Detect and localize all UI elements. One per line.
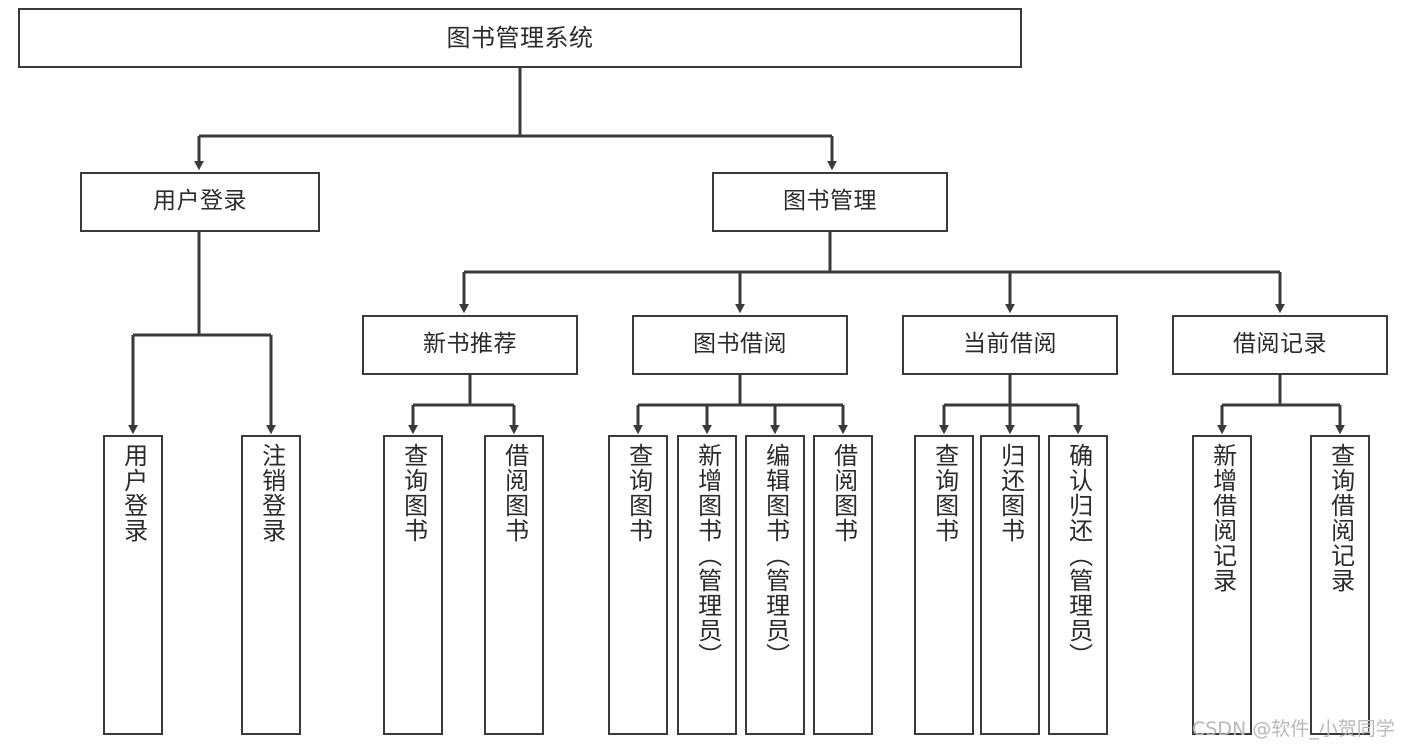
node-user-login[interactable]: 用户登录 — [80, 172, 320, 232]
node-borrow-record[interactable]: 借阅记录 — [1172, 315, 1388, 375]
node-label: 新书推荐 — [423, 331, 517, 358]
node-label: 借阅图书 — [829, 443, 858, 543]
csdn-watermark: CSDN @软件_小贺同学 — [1192, 718, 1395, 740]
node-root-system[interactable]: 图书管理系统 — [18, 8, 1022, 68]
node-label: 编辑图书（管理员） — [761, 443, 790, 668]
node-label: 新增借阅记录 — [1208, 443, 1237, 593]
leaf-query-book-borrow[interactable]: 查询图书 — [608, 435, 668, 735]
leaf-edit-book-admin[interactable]: 编辑图书（管理员） — [745, 435, 805, 735]
node-label: 当前借阅 — [963, 331, 1057, 358]
leaf-add-book-admin[interactable]: 新增图书（管理员） — [677, 435, 737, 735]
node-book-borrow[interactable]: 图书借阅 — [632, 315, 848, 375]
node-new-book-recommend[interactable]: 新书推荐 — [362, 315, 578, 375]
node-label: 用户登录 — [119, 443, 148, 543]
node-label: 借阅图书 — [500, 443, 529, 543]
leaf-borrow-book[interactable]: 借阅图书 — [813, 435, 873, 735]
leaf-confirm-return-admin[interactable]: 确认归还（管理员） — [1048, 435, 1108, 735]
leaf-borrow-book-recommend[interactable]: 借阅图书 — [484, 435, 544, 735]
node-current-borrow[interactable]: 当前借阅 — [902, 315, 1118, 375]
node-label: 图书管理系统 — [446, 23, 594, 52]
node-label: 新增图书（管理员） — [693, 443, 722, 668]
leaf-query-book-current[interactable]: 查询图书 — [914, 435, 974, 735]
node-label: 图书借阅 — [693, 331, 787, 358]
node-label: 查询借阅记录 — [1326, 443, 1355, 593]
node-label: 图书管理 — [783, 188, 877, 215]
node-label: 确认归还（管理员） — [1064, 443, 1093, 668]
node-label: 查询图书 — [930, 443, 959, 543]
node-label: 借阅记录 — [1233, 331, 1327, 358]
node-label: 归还图书 — [996, 443, 1025, 543]
leaf-return-book[interactable]: 归还图书 — [980, 435, 1040, 735]
node-label: 查询图书 — [399, 443, 428, 543]
node-label: 查询图书 — [624, 443, 653, 543]
leaf-logout[interactable]: 注销登录 — [241, 435, 301, 735]
leaf-query-borrow-record[interactable]: 查询借阅记录 — [1310, 435, 1370, 735]
node-label: 用户登录 — [153, 188, 247, 215]
leaf-add-borrow-record[interactable]: 新增借阅记录 — [1192, 435, 1252, 735]
leaf-query-book-recommend[interactable]: 查询图书 — [383, 435, 443, 735]
node-label: 注销登录 — [257, 443, 286, 543]
node-book-management[interactable]: 图书管理 — [712, 172, 948, 232]
leaf-user-login[interactable]: 用户登录 — [103, 435, 163, 735]
